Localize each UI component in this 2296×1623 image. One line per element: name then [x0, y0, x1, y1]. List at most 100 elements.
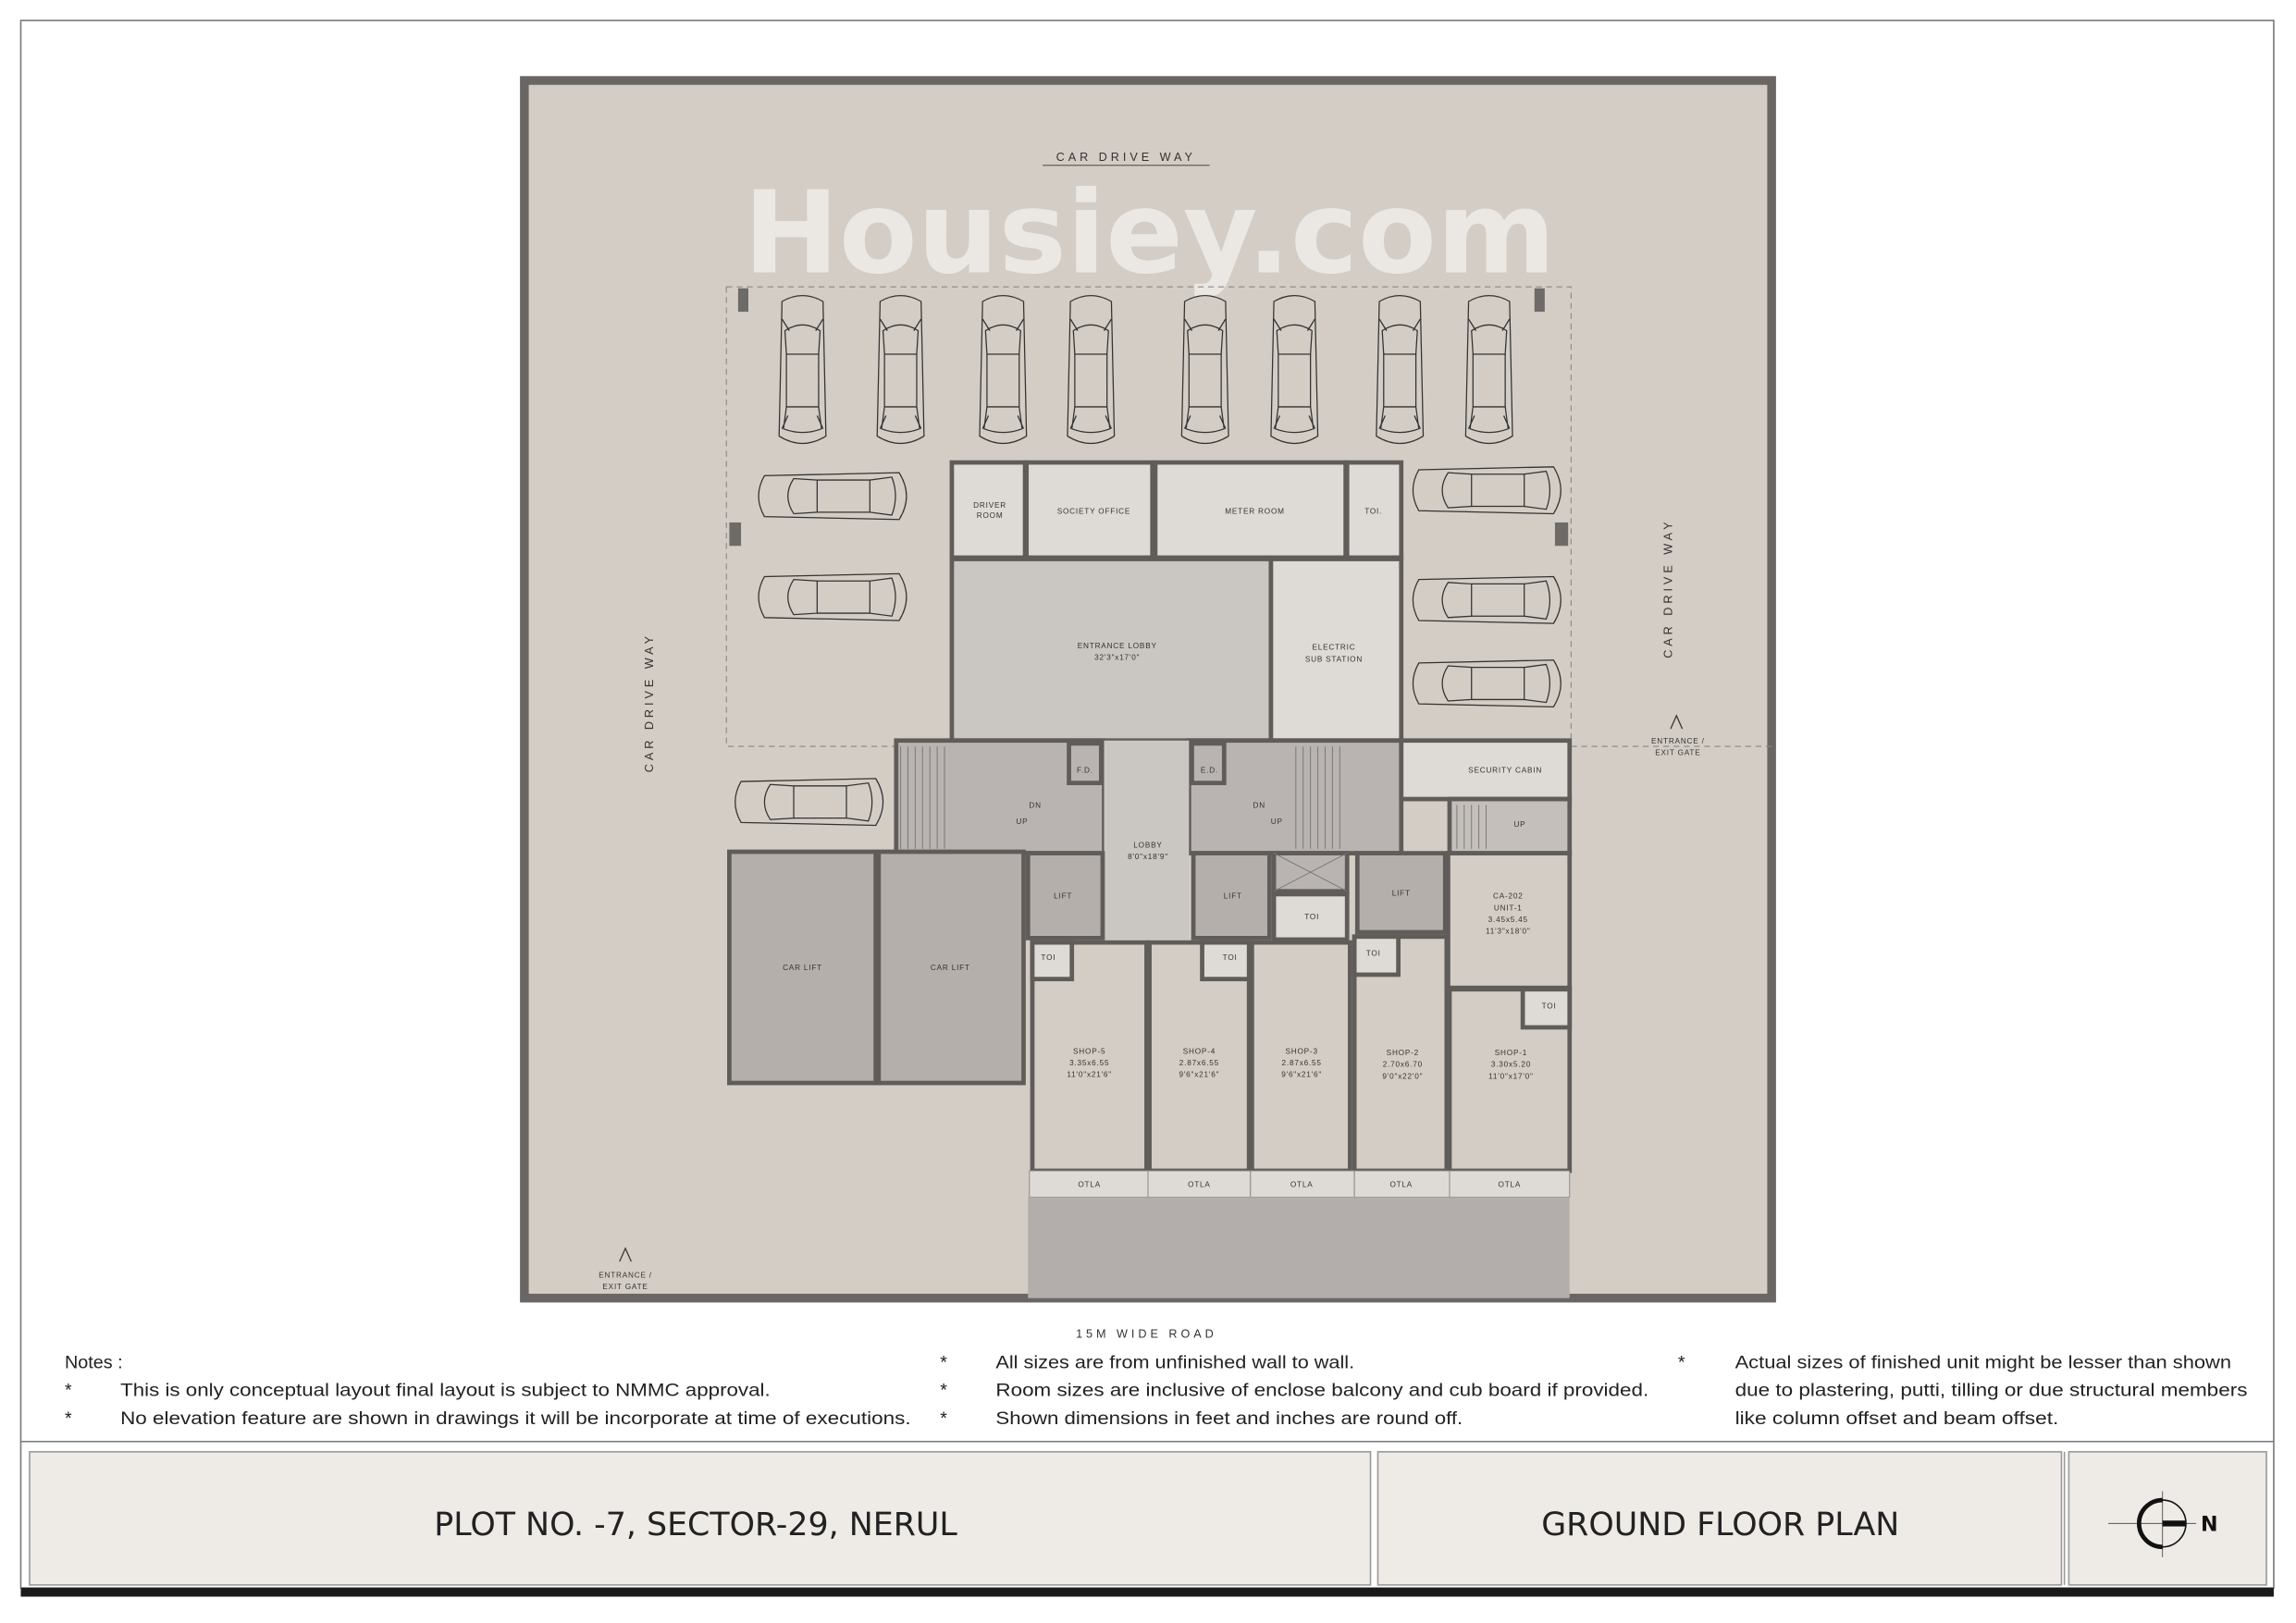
- note-item: No elevation feature are shown in drawin…: [120, 1408, 911, 1429]
- shop-4: SHOP-4 2.87x6.55 9'6"x21'6": [1179, 1047, 1219, 1079]
- fire-duct-label: F.D.: [1077, 767, 1093, 775]
- shop-imperial: 9'6"x21'6": [1281, 1071, 1322, 1079]
- shop-name: SHOP-1: [1495, 1049, 1527, 1057]
- lift-label: LIFT: [1224, 892, 1242, 901]
- ca202-imperial: 11'3"x18'0": [1486, 928, 1531, 936]
- shop-name: SHOP-5: [1073, 1047, 1105, 1055]
- service-rooms: [949, 460, 1404, 744]
- entrance-gate-right: ENTRANCE /: [1651, 737, 1705, 745]
- stair-dn-label: DN: [1029, 802, 1041, 810]
- watermark: Housiey.com: [744, 166, 1556, 300]
- shop-1: SHOP-1 3.30x5.20 11'0"x17'0": [1488, 1049, 1534, 1080]
- shop-3: SHOP-3 2.87x6.55 9'6"x21'6": [1281, 1047, 1322, 1079]
- car-drive-way-left: CAR DRIVE WAY: [643, 633, 656, 772]
- note-bullet: *: [940, 1381, 947, 1401]
- ca202-unit: UNIT-1: [1494, 904, 1523, 912]
- note-item: Room sizes are inclusive of enclose balc…: [995, 1381, 1648, 1401]
- note-bullet: *: [65, 1408, 72, 1429]
- shop-name: SHOP-2: [1387, 1049, 1419, 1057]
- shop-metric: 3.30x5.20: [1491, 1061, 1531, 1069]
- road-frontage: [1028, 1197, 1570, 1298]
- lift-label: LIFT: [1392, 889, 1411, 897]
- car-drive-way-top: CAR DRIVE WAY: [1056, 151, 1196, 164]
- otla-label: OTLA: [1499, 1180, 1522, 1188]
- shop-imperial: 9'6"x21'6": [1179, 1071, 1219, 1079]
- ca202-metric: 3.45x5.45: [1488, 916, 1528, 924]
- car-lift-label: CAR LIFT: [931, 964, 970, 972]
- toilet-label: TOI.: [1364, 507, 1382, 515]
- project-title: PLOT NO. -7, SECTOR-29, NERUL: [434, 1506, 957, 1543]
- shop-metric: 2.87x6.55: [1179, 1059, 1219, 1067]
- otla-label: OTLA: [1389, 1180, 1413, 1188]
- entrance-gate-right: EXIT GATE: [1655, 749, 1700, 757]
- toilet-label: TOI: [1366, 949, 1381, 957]
- otla-label: OTLA: [1078, 1180, 1101, 1188]
- shop-imperial: 9'0"x22'0": [1382, 1072, 1423, 1080]
- notes: Notes : * This is only conceptual layout…: [65, 1353, 2248, 1429]
- note-item: Shown dimensions in feet and inches are …: [995, 1408, 1463, 1429]
- shop-imperial: 11'0"x17'0": [1488, 1072, 1534, 1080]
- note-bullet: *: [1678, 1353, 1685, 1373]
- core: [894, 738, 1573, 940]
- shop-name: SHOP-4: [1183, 1047, 1216, 1055]
- note-bullet: *: [940, 1353, 947, 1373]
- stair-dn-label: DN: [1253, 802, 1265, 810]
- shop-5: SHOP-5 3.35x6.55 11'0"x21'6": [1067, 1047, 1112, 1079]
- title-block-north: [2068, 1451, 2267, 1586]
- entrance-arrow-icon: [1670, 714, 1684, 730]
- sheet-title: GROUND FLOOR PLAN: [1541, 1506, 1899, 1543]
- meter-room-label: METER ROOM: [1225, 507, 1285, 515]
- electric-duct-label: E.D.: [1201, 767, 1218, 775]
- north-arrow-icon: N: [2108, 1491, 2218, 1557]
- road-label: 15M WIDE ROAD: [1076, 1327, 1217, 1340]
- lifts: [727, 849, 1573, 1086]
- title-block-project: [29, 1451, 1372, 1586]
- entrance-lobby-label: ENTRANCE LOBBY: [1078, 642, 1157, 650]
- note-bullet: *: [940, 1408, 947, 1429]
- shop-metric: 2.87x6.55: [1282, 1059, 1322, 1067]
- entrance-gate-left: EXIT GATE: [602, 1283, 648, 1291]
- stair-up-label: UP: [1016, 818, 1028, 826]
- shop-name: SHOP-3: [1285, 1047, 1317, 1055]
- notes-heading: Notes :: [65, 1353, 123, 1373]
- car-drive-way-right: CAR DRIVE WAY: [1662, 519, 1675, 658]
- lobby-size: 8'0"x18'9": [1128, 853, 1168, 861]
- toilet-label: TOI: [1304, 913, 1319, 921]
- ca202-label: CA-202: [1493, 892, 1524, 901]
- electric-sub-station-label: SUB STATION: [1305, 655, 1363, 663]
- otla-label: OTLA: [1290, 1180, 1314, 1188]
- title-block-sheet: [1376, 1451, 2063, 1586]
- shop-metric: 2.70x6.70: [1383, 1061, 1423, 1069]
- security-cabin-label: SECURITY CABIN: [1468, 767, 1542, 775]
- columns: [729, 288, 1569, 547]
- note-item: due to plastering, putti, tilling or due…: [1735, 1381, 2248, 1401]
- north-label: N: [2201, 1512, 2218, 1536]
- toilet-label: TOI: [1041, 953, 1055, 962]
- note-item: This is only conceptual layout final lay…: [120, 1381, 771, 1401]
- note-item: Actual sizes of finished unit might be l…: [1735, 1353, 2231, 1373]
- toilet-label: TOI: [1223, 953, 1238, 962]
- note-item: All sizes are from unfinished wall to wa…: [995, 1353, 1354, 1373]
- bottom-bar: [20, 1588, 2274, 1597]
- shop-2: SHOP-2 2.70x6.70 9'0"x22'0": [1382, 1049, 1423, 1080]
- driver-room-label: ROOM: [977, 511, 1004, 520]
- entrance-arrow-icon: [619, 1247, 632, 1262]
- toilet-label: TOI: [1542, 1002, 1557, 1010]
- car-lift-label: CAR LIFT: [783, 964, 822, 972]
- driver-room-label: DRIVER: [973, 501, 1006, 510]
- stair-up-label: UP: [1271, 818, 1283, 826]
- society-office-label: SOCIETY OFFICE: [1057, 507, 1130, 515]
- lobby-label: LOBBY: [1133, 841, 1162, 849]
- shop-metric: 3.35x6.55: [1069, 1059, 1109, 1067]
- note-bullet: *: [65, 1381, 72, 1401]
- note-item: like column offset and beam offset.: [1735, 1408, 2059, 1429]
- entrance-gate-left: ENTRANCE /: [599, 1272, 652, 1280]
- stair-up-label: UP: [1513, 820, 1525, 829]
- entrance-lobby-size: 32'3"x17'0": [1094, 654, 1140, 662]
- otla-label: OTLA: [1188, 1180, 1211, 1188]
- lift-label: LIFT: [1054, 892, 1072, 901]
- electric-sub-station-label: ELECTRIC: [1312, 644, 1355, 652]
- shops: [1028, 934, 1573, 1298]
- shop-imperial: 11'0"x21'6": [1067, 1071, 1112, 1079]
